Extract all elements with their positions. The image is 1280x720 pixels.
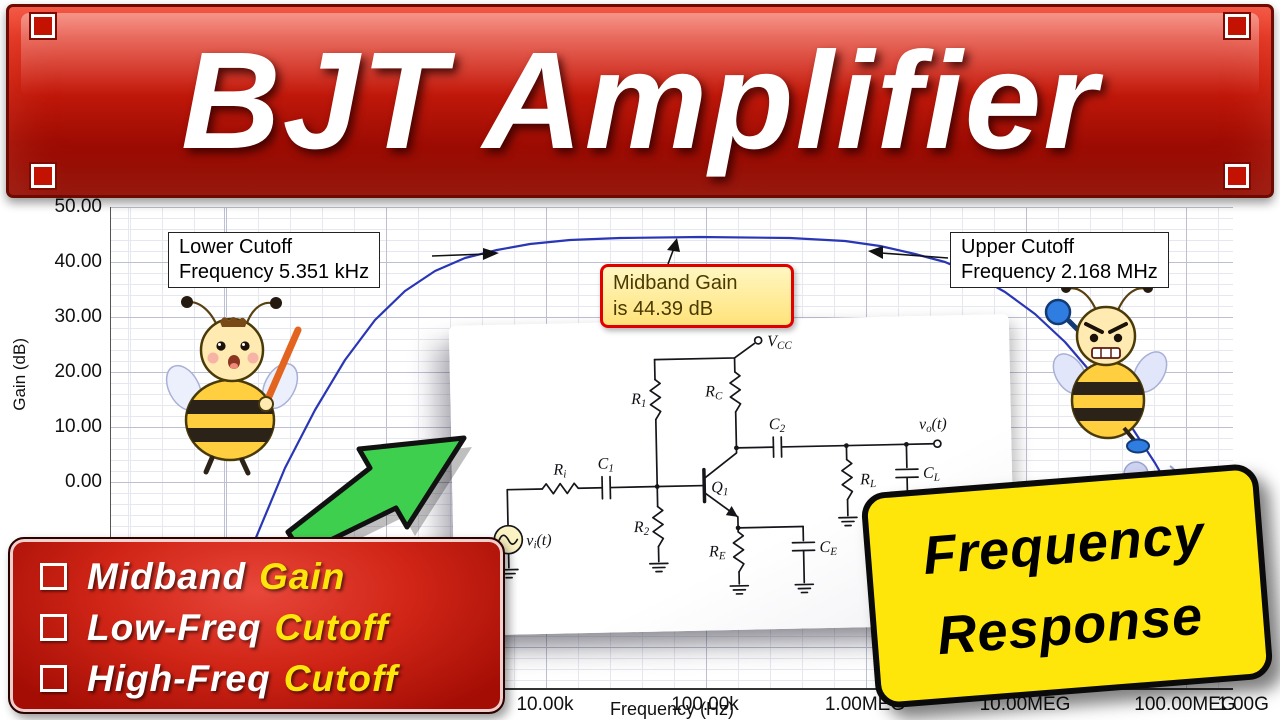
label-q1: Q1 [711, 479, 728, 498]
checkbox-icon [40, 614, 67, 641]
label-cl: CL [923, 465, 940, 484]
x-axis-title: Frequency (Hz) [609, 699, 735, 719]
label-ri: Ri [552, 461, 566, 480]
x-tick-10k: 10.00k [516, 694, 574, 715]
corner-ornament [1225, 14, 1249, 38]
x-tick-100meg: 100.00MEG [1134, 694, 1236, 715]
label-c1: C1 [597, 455, 614, 474]
y-tick-10: 10.00 [54, 416, 102, 437]
label-c2: C2 [769, 416, 786, 435]
topic-item-high-freq-cutoff: High-Freq Cutoff [40, 653, 503, 704]
upper-cutoff-line2: Frequency 2.168 MHz [961, 261, 1158, 283]
corner-ornament [1225, 164, 1249, 188]
midband-gain-callout: Midband Gain is 44.39 dB [600, 264, 794, 328]
topic-prefix: Low-Freq [87, 606, 262, 648]
label-ce: CE [819, 539, 837, 558]
title-banner: BJT Amplifier [6, 4, 1274, 198]
midband-line2: is 44.39 dB [613, 298, 714, 320]
x-tick-100k: 100.00k [671, 694, 739, 715]
upper-cutoff-line1: Upper Cutoff [961, 236, 1075, 258]
y-tick-0: 0.00 [65, 471, 102, 492]
label-vo: vo(t) [919, 415, 947, 435]
corner-ornament [31, 164, 55, 188]
label-vcc: VCC [767, 333, 793, 353]
label-re: RE [708, 543, 726, 562]
topic-prefix: High-Freq [87, 657, 271, 699]
frequency-response-badge: Frequency Response [860, 462, 1274, 710]
lower-cutoff-line1: Lower Cutoff [179, 236, 293, 258]
y-tick-20: 20.00 [54, 361, 102, 382]
x-tick-1g: 1.00G [1217, 694, 1269, 715]
y-axis-title: Gain (dB) [10, 338, 29, 411]
topic-item-low-freq-cutoff: Low-Freq Cutoff [40, 602, 503, 653]
label-rc: RC [704, 383, 723, 402]
checkbox-icon [40, 665, 67, 692]
corner-ornament [31, 14, 55, 38]
checkbox-icon [40, 563, 67, 590]
y-tick-40: 40.00 [54, 251, 102, 272]
topic-prefix: Midband [87, 555, 247, 597]
y-tick-50: 50.00 [54, 196, 102, 217]
label-rl: RL [859, 471, 876, 490]
midband-line1: Midband Gain [613, 272, 738, 294]
topic-highlight: Cutoff [274, 606, 389, 648]
y-tick-30: 30.00 [54, 306, 102, 327]
label-r2: R2 [633, 519, 650, 538]
topic-highlight: Gain [259, 555, 346, 597]
lower-cutoff-callout: Lower Cutoff Frequency 5.351 kHz [168, 232, 381, 288]
topic-highlight: Cutoff [283, 657, 398, 699]
lower-cutoff-line2: Frequency 5.351 kHz [179, 261, 370, 283]
upper-cutoff-callout: Upper Cutoff Frequency 2.168 MHz [950, 232, 1169, 288]
label-vi: vi(t) [526, 532, 552, 552]
main-title: BJT Amplifier [180, 24, 1099, 178]
label-r1: R1 [630, 391, 647, 410]
topic-item-midband-gain: Midband Gain [40, 551, 503, 602]
